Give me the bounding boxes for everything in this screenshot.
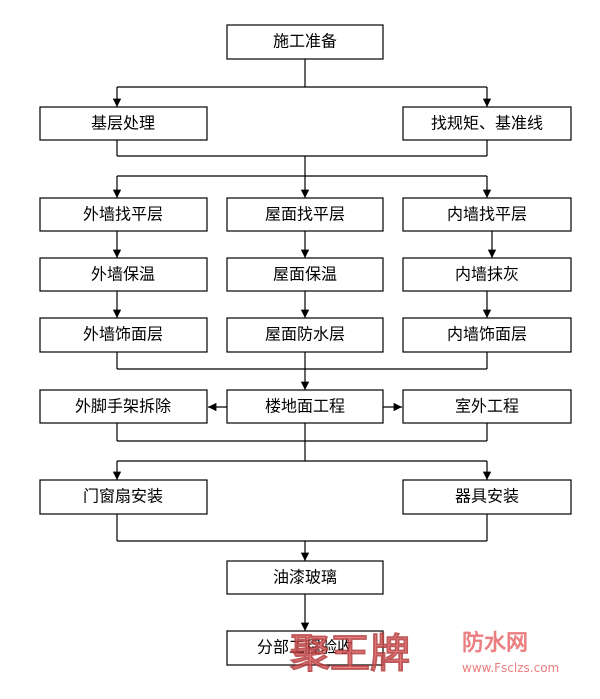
node-floor: 楼地面工程 <box>226 389 384 424</box>
watermark: 聚王牌 防水网 www.Fsclzs.com <box>289 631 560 678</box>
node-label: 基层处理 <box>91 114 155 133</box>
node-doors: 门窗扇安装 <box>39 479 208 515</box>
node-ext-finish: 外墙饰面层 <box>39 317 208 353</box>
node-label: 分部工程验收 <box>257 638 353 657</box>
node-label: 施工准备 <box>273 32 337 51</box>
node-scaffold: 外脚手架拆除 <box>39 389 208 424</box>
node-label: 外墙找平层 <box>83 205 163 224</box>
node-label: 器具安装 <box>455 487 519 506</box>
node-accept: 分部工程验收 <box>226 630 384 666</box>
watermark-site: 防水网 <box>462 631 528 656</box>
node-label: 找规矩、基准线 <box>431 114 543 133</box>
node-label: 楼地面工程 <box>265 397 345 416</box>
watermark-brand: 聚王牌 <box>289 631 410 677</box>
node-label: 室外工程 <box>455 397 519 416</box>
node-int-plaster: 内墙抹灰 <box>402 257 572 292</box>
node-base: 基层处理 <box>39 106 208 141</box>
node-outdoor: 室外工程 <box>402 389 572 424</box>
node-roof-level: 屋面找平层 <box>226 197 384 232</box>
node-ext-insul: 外墙保温 <box>39 257 208 292</box>
node-label: 内墙找平层 <box>447 205 527 224</box>
node-roof-insul: 屋面保温 <box>226 257 384 292</box>
node-label: 内墙抹灰 <box>455 265 519 284</box>
node-ext-level: 外墙找平层 <box>39 197 208 232</box>
node-label: 屋面防水层 <box>265 325 345 344</box>
node-int-finish: 内墙饰面层 <box>402 317 572 353</box>
node-start: 施工准备 <box>226 24 384 60</box>
node-label: 外墙保温 <box>91 265 155 284</box>
node-label: 屋面找平层 <box>265 205 345 224</box>
node-label: 油漆玻璃 <box>273 568 337 587</box>
node-int-level: 内墙找平层 <box>402 197 572 232</box>
connectors <box>112 59 497 631</box>
node-label: 内墙饰面层 <box>447 325 527 344</box>
node-label: 屋面保温 <box>273 265 337 284</box>
node-paint: 油漆玻璃 <box>226 560 384 595</box>
node-label: 外墙饰面层 <box>83 325 163 344</box>
watermark-url: www.Fsclzs.com <box>462 661 559 675</box>
node-rules: 找规矩、基准线 <box>402 106 572 141</box>
node-roof-water: 屋面防水层 <box>226 317 384 353</box>
node-fixtures: 器具安装 <box>402 479 572 515</box>
node-label: 外脚手架拆除 <box>75 397 171 416</box>
node-label: 门窗扇安装 <box>83 487 163 506</box>
